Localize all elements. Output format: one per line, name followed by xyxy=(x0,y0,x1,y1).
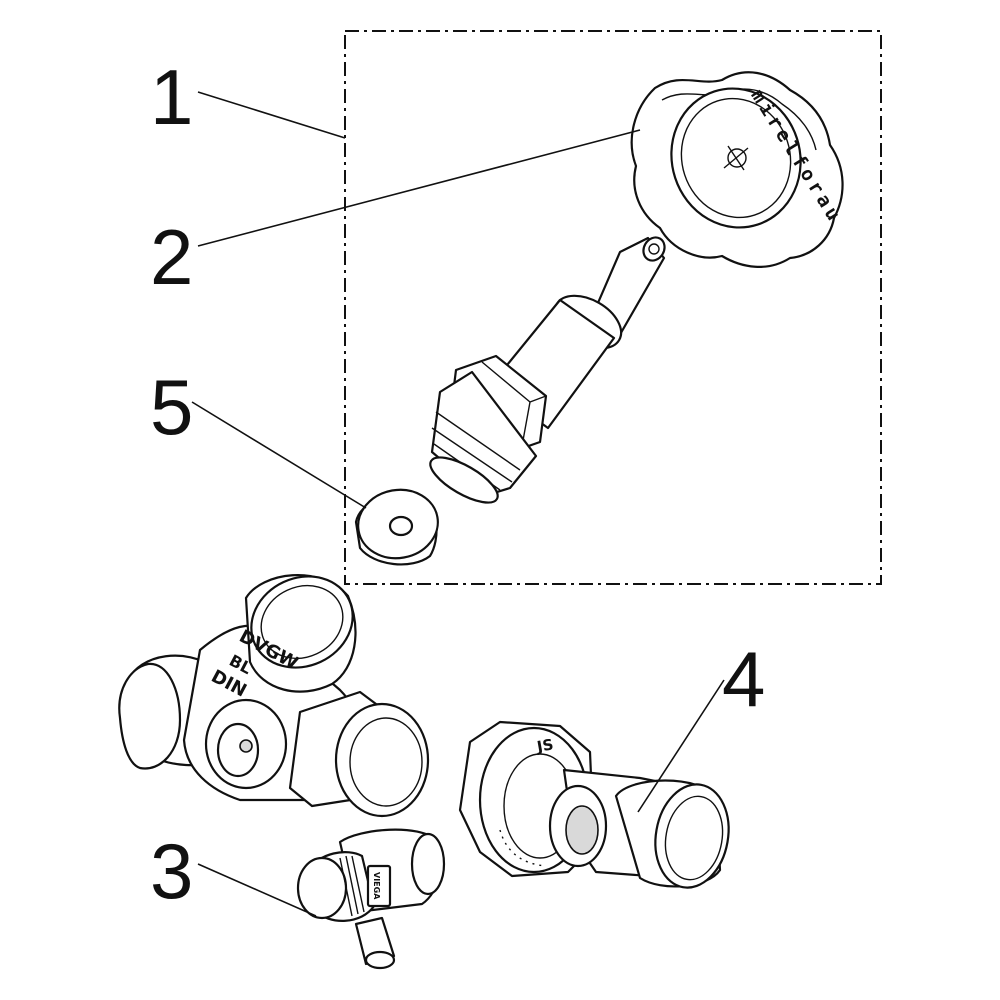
valve-top-part xyxy=(429,236,666,504)
valve-body: DVGW BL DIN xyxy=(118,574,430,818)
callout-2: 2 xyxy=(150,213,193,301)
callout-1: 1 xyxy=(150,53,193,141)
handwheel: mirelforau xyxy=(630,71,845,268)
drain-mark-text: VIEGA xyxy=(372,872,381,900)
leader-3 xyxy=(197,863,317,917)
union-mark-text: JS xyxy=(535,735,555,756)
assembly-group-frame xyxy=(344,30,882,585)
washer xyxy=(354,488,439,566)
leader-2 xyxy=(197,129,641,247)
callout-3: 3 xyxy=(150,827,193,915)
union-connector: JS xyxy=(458,720,730,889)
leader-5 xyxy=(191,401,367,509)
drain-valve: VIEGA xyxy=(296,828,446,970)
leader-1 xyxy=(197,91,346,139)
callout-4: 4 xyxy=(722,635,765,723)
leader-4 xyxy=(637,679,725,813)
callout-5: 5 xyxy=(150,363,193,451)
